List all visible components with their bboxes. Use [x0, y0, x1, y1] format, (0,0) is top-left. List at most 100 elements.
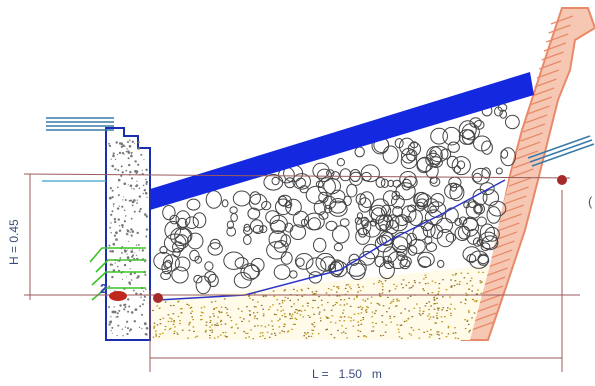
cobble-stone — [320, 256, 337, 271]
sand-grain — [371, 316, 373, 318]
cobble-stone — [326, 169, 335, 178]
sand-grain — [371, 311, 374, 313]
sand-grain — [209, 326, 211, 328]
sand-grain — [346, 337, 348, 339]
sand-grain — [241, 320, 243, 322]
sand-grain — [209, 316, 211, 318]
sand-grain — [211, 329, 214, 331]
sand-grain — [327, 317, 330, 319]
cobble-stone — [174, 256, 191, 272]
cobble-stone — [417, 251, 435, 268]
cobble-stone — [271, 176, 280, 186]
sand-grain — [301, 295, 304, 297]
sand-grain — [412, 329, 415, 331]
concrete-speck — [126, 148, 128, 150]
cobble-stone — [192, 212, 207, 229]
sand-grain — [419, 307, 421, 309]
concrete-speck — [120, 174, 123, 177]
cobble-stone — [424, 235, 433, 245]
sand-grain — [286, 331, 289, 333]
cobble-stone — [204, 271, 217, 283]
sand-grain — [408, 333, 411, 335]
concrete-speck — [129, 272, 132, 276]
sand-grain — [209, 321, 211, 323]
concrete-speck — [143, 322, 147, 326]
concrete-speck — [115, 316, 117, 318]
point-2-marker — [109, 291, 127, 301]
sand-grain — [344, 293, 347, 295]
concrete-speck — [121, 152, 125, 155]
cobble-stone — [345, 258, 367, 277]
cobble-stone — [172, 248, 181, 258]
sand-grain — [283, 331, 285, 333]
sand-grain — [433, 308, 436, 310]
sand-grain — [303, 335, 305, 337]
sand-grain — [410, 334, 413, 336]
sand-grain — [372, 326, 375, 328]
sand-grain — [289, 318, 292, 320]
sand-grain — [452, 274, 454, 276]
sand-grain — [218, 311, 221, 313]
cobble-stone — [481, 140, 493, 155]
sand-grain — [246, 332, 249, 335]
cobble-stone — [453, 165, 461, 174]
sand-grain — [424, 274, 427, 276]
cobble-stone — [479, 182, 495, 196]
cobble-stone — [387, 251, 408, 269]
sand-grain — [189, 321, 191, 323]
sand-grain — [436, 312, 438, 314]
rock-hatch-line — [536, 69, 560, 79]
concrete-speck — [122, 144, 125, 147]
sand-grain — [172, 304, 175, 307]
length-dimension-label: L = 1.50 m — [312, 367, 382, 381]
concrete-speck — [117, 265, 119, 268]
concrete-speck — [132, 289, 135, 292]
concrete-speck — [138, 326, 141, 329]
cobble-stone — [392, 236, 409, 254]
sand-grain — [318, 313, 321, 315]
concrete-speck — [130, 152, 133, 154]
sand-grain — [268, 336, 271, 338]
sand-grain — [450, 303, 452, 305]
sand-grain — [188, 304, 190, 306]
sand-grain — [342, 309, 345, 311]
sand-grain — [360, 312, 363, 314]
sand-grain — [280, 310, 282, 312]
cobble-stone — [436, 229, 455, 248]
sand-grain — [396, 324, 399, 326]
sand-grain — [254, 325, 256, 327]
concrete-speck — [110, 222, 112, 224]
sand-grain — [295, 318, 298, 320]
cobble-stone — [162, 205, 176, 221]
sand-grain — [346, 303, 348, 305]
cobble-stone — [436, 217, 453, 233]
sand-grain — [350, 320, 352, 322]
sand-grain — [214, 300, 217, 302]
sand-grain — [224, 323, 227, 325]
sand-grain — [170, 305, 172, 307]
cobble-stone — [259, 225, 268, 234]
sand-grain — [468, 288, 470, 290]
concrete-speck — [120, 165, 123, 168]
sand-grain — [464, 319, 466, 321]
sand-grain — [408, 287, 411, 289]
cobble-stone — [399, 258, 411, 270]
sand-grain — [227, 314, 229, 316]
concrete-speck — [144, 260, 146, 263]
concrete-speck — [123, 182, 127, 185]
sand-grain — [466, 319, 469, 321]
sand-grain — [283, 313, 286, 315]
concrete-speck — [116, 312, 119, 315]
sand-grain — [418, 328, 420, 331]
sand-grain — [419, 314, 422, 316]
sand-grain — [332, 305, 334, 307]
rock-hatch-line — [520, 132, 543, 142]
sand-grain — [350, 317, 352, 319]
concrete-speck — [127, 327, 129, 330]
sand-grain — [306, 302, 309, 304]
sand-grain — [436, 317, 438, 319]
sand-grain — [423, 289, 425, 292]
sand-grain — [264, 326, 267, 328]
sand-grain — [246, 306, 248, 308]
sand-grain — [170, 320, 173, 323]
